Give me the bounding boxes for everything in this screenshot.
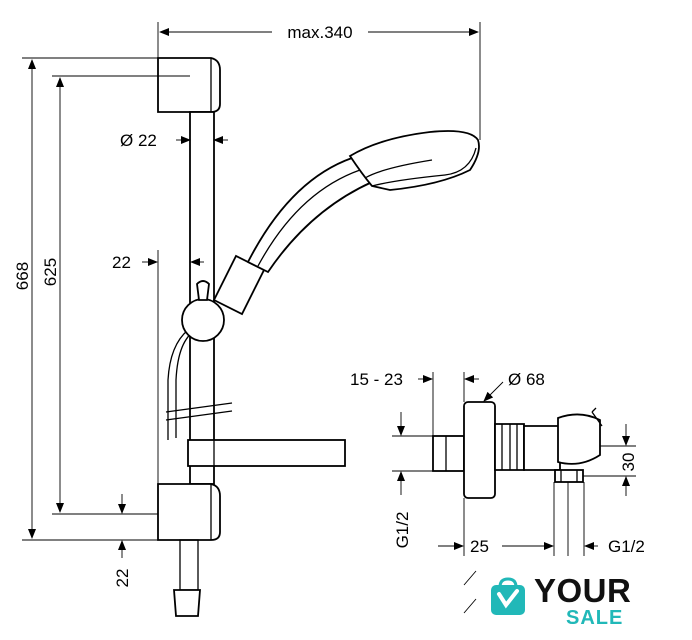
logo-word-bottom: SALE xyxy=(566,607,624,629)
slider-knob xyxy=(181,298,225,342)
mixer-outlet xyxy=(554,469,584,483)
thermostat-mixer xyxy=(432,401,603,499)
mixer-body xyxy=(523,425,561,471)
label-bottom-offset: 22 xyxy=(113,569,132,588)
label-height-total: 668 xyxy=(13,262,32,290)
label-inlet-thread-right: G1/2 xyxy=(608,537,645,556)
mixer-handle xyxy=(557,413,601,465)
inlet-pipe xyxy=(432,435,465,472)
wall-rosette xyxy=(463,401,496,499)
bottom-wall-bracket xyxy=(157,483,221,541)
label-rail-offset: 22 xyxy=(112,253,131,272)
label-outlet-offset: 25 xyxy=(470,537,489,556)
hand-shower-handle xyxy=(246,156,374,274)
label-rosette-diameter: Ø 68 xyxy=(508,370,545,389)
shower-dimensions: max.340 668 625 Ø 22 22 22 xyxy=(13,22,481,588)
label-height-bar: 625 xyxy=(41,258,60,286)
shower-rail-set xyxy=(157,57,480,617)
label-rail-diameter: Ø 22 xyxy=(120,131,157,150)
label-max-width: max.340 xyxy=(287,23,352,42)
label-inlet-thread-left: G1/2 xyxy=(393,512,412,549)
mixer-dimensions: 15 - 23 Ø 68 G1/2 30 25 G1/2 xyxy=(350,370,645,614)
soap-dish xyxy=(187,439,346,467)
label-outlet-height: 30 xyxy=(619,453,638,472)
hose-fitting xyxy=(173,589,201,617)
hand-shower-head xyxy=(348,130,480,191)
logo-word-top: YOUR xyxy=(534,572,632,609)
shopping-bag-icon xyxy=(491,577,525,615)
label-adjust-range: 15 - 23 xyxy=(350,370,403,389)
